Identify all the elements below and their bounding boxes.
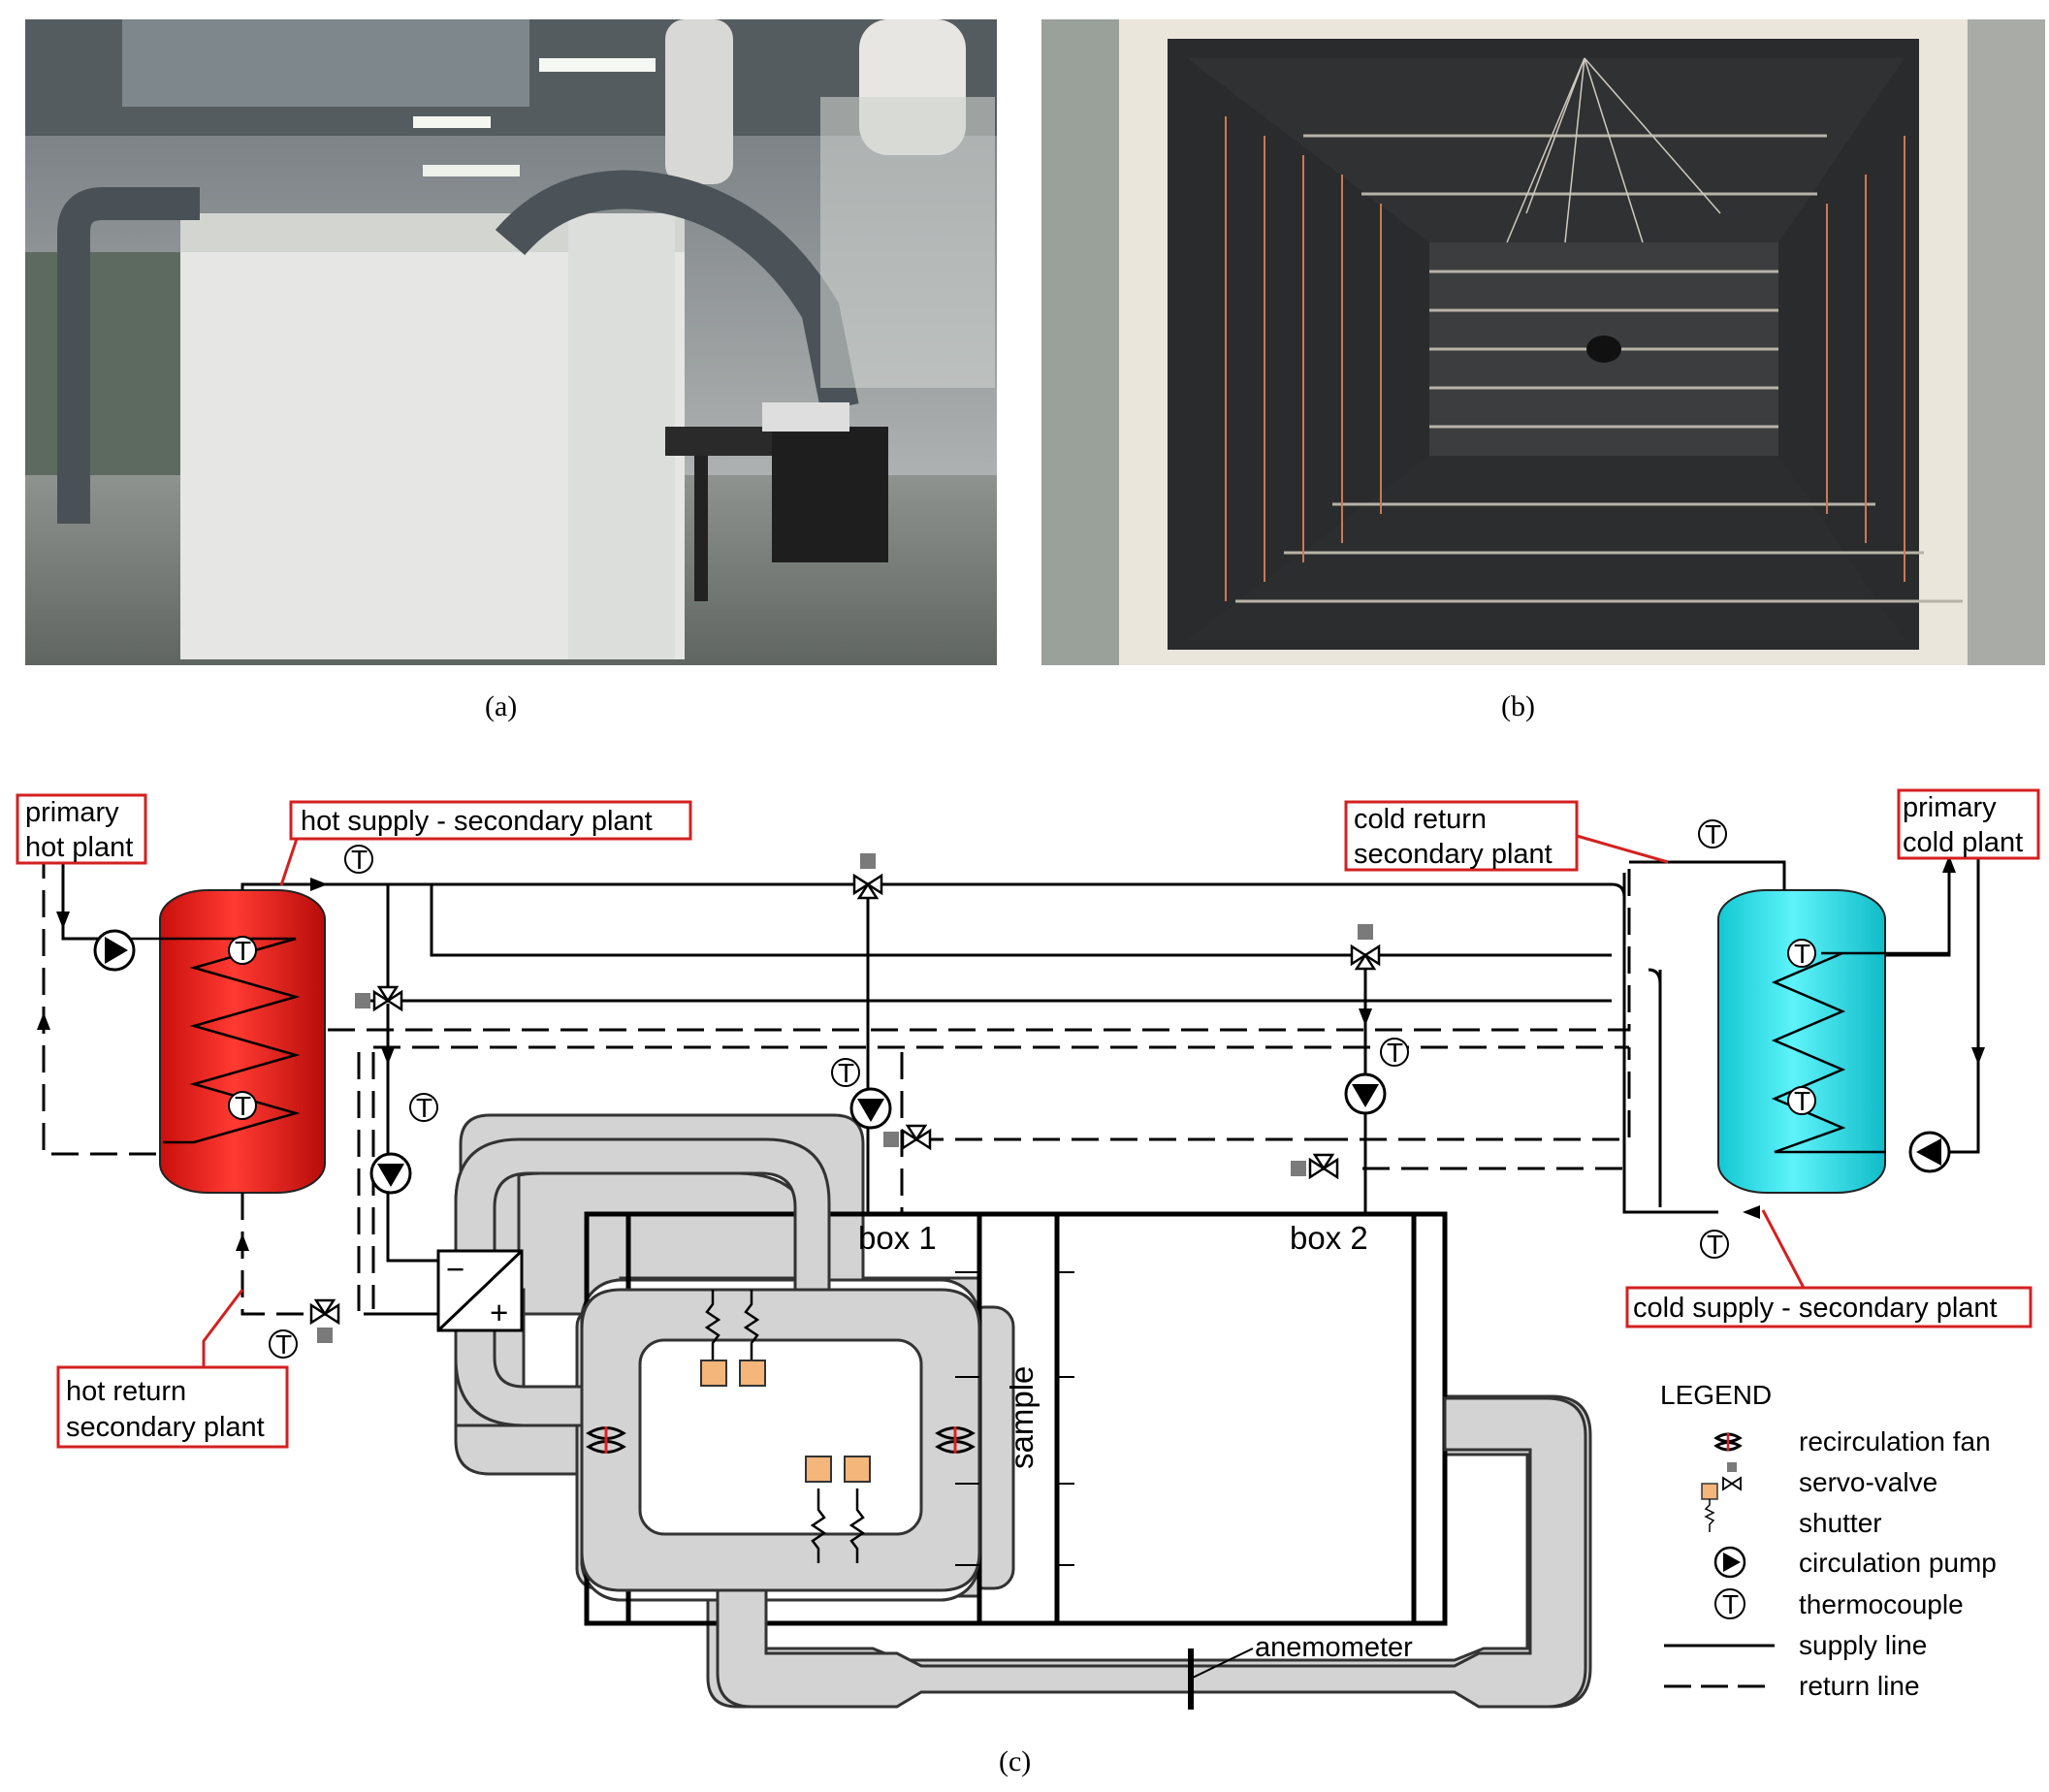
servo-valve-cold-supply [1350,924,1381,971]
primary-cold-plant-line1: primary [1903,792,1997,823]
hx-plus-label: + [490,1295,508,1330]
pump-box1 [849,1087,892,1130]
plant-schematic-diagram: anemometer box 1 box 2 sample − + [16,788,2040,1710]
loop-duct-shell [580,1288,981,1592]
supply-duct-to-exchanger [454,1137,831,1427]
callout-primary-cold-plant: primary cold plant [1897,788,2040,860]
caption-c: (c) [999,1745,1032,1777]
shutter-bottom-left [805,1456,832,1563]
recirculation-fan-left [586,1426,626,1454]
thermocouple-icon: T [1714,1588,1745,1619]
callout-cold-return: cold return secondary plant [1344,800,1669,872]
legend: LEGEND recirculation fan servo-valve shu… [1660,1380,1997,1701]
thermocouple-hot-tank-bottom: T [228,1091,257,1121]
circulation-pump-icon [1713,1546,1746,1579]
flow-arrows [37,855,1985,1251]
thermocouple-glyph: T [1707,1230,1723,1260]
recirculation-fan-icon [1713,1432,1743,1452]
legend-label-return-line: return line [1799,1671,1920,1701]
pump-box2 [1344,1072,1387,1115]
legend-thermocouple-glyph: T [1722,1589,1739,1619]
callout-primary-hot-plant: primary hot plant [16,793,147,865]
cold-supply-label: cold supply - secondary plant [1633,1293,1998,1324]
thermocouple-glyph: T [235,1091,251,1121]
legend-label-thermocouple: thermocouple [1799,1589,1964,1619]
legend-label-pump: circulation pump [1799,1548,1997,1578]
anemometer-label: anemometer [1255,1632,1413,1663]
thermocouple-glyph: T [1387,1038,1403,1068]
callout-hot-supply: hot supply - secondary plant [279,800,692,886]
cold-return-line1: cold return [1354,804,1487,835]
supply-lines [61,834,1980,1316]
servo-valve-box1-return [883,1124,932,1151]
thermocouple-hot-tank-top: T [228,936,257,966]
panel-ticks [955,1271,1074,1566]
hx-minus-label: − [446,1251,464,1287]
thermocouple-hot-supply: T [344,845,373,875]
shutter-top-left [700,1290,727,1387]
legend-label-servo-valve: servo-valve [1799,1467,1937,1497]
thermocouple-glyph: T [1705,819,1721,849]
callout-hot-return: hot return secondary plant [56,1289,289,1449]
thermocouple-glyph: T [1794,1086,1810,1116]
cold-return-line2: secondary plant [1354,839,1553,870]
shutter-bottom-right [844,1456,871,1563]
box1-label: box 1 [858,1220,937,1256]
cold-tank-coil [1771,951,1949,1154]
thermocouple-glyph: T [351,845,368,875]
sample-label: sample [1004,1366,1040,1469]
thermocouple-glyph: T [235,936,251,966]
hot-supply-label: hot supply - secondary plant [301,806,653,837]
thermocouple-glyph: T [1794,939,1810,969]
caption-a: (a) [485,690,518,722]
legend-label-supply-line: supply line [1799,1630,1927,1660]
pump-primary-hot [93,929,136,972]
thermocouple-box2: T [1380,1038,1409,1068]
shutter-top-right [739,1290,766,1387]
recirculation-fan-right [935,1426,976,1454]
legend-label-shutter: shutter [1799,1508,1882,1538]
pump-primary-cold [1908,1131,1951,1173]
thermocouple-box1: T [831,1058,860,1088]
hot-return-line1: hot return [66,1376,186,1407]
cold-storage-tank [1717,889,1886,1194]
thermocouple-cold-return: T [1698,819,1727,849]
hot-return-line2: secondary plant [66,1412,265,1443]
thermocouple-cold-tank-bottom: T [1787,1086,1816,1116]
thermocouple-glyph: T [275,1329,292,1360]
legend-title: LEGEND [1660,1380,1772,1410]
primary-hot-plant-line2: hot plant [25,832,133,863]
servo-valve-box2-return [1291,1153,1339,1180]
thermocouple-cold-tank-top: T [1787,939,1816,969]
thermocouple-glyph: T [838,1058,854,1088]
photo-test-box-interior [1041,19,2045,665]
thermocouple-hx-branch: T [409,1093,438,1123]
anemometer-leader [1190,1648,1254,1680]
primary-cold-plant-line2: cold plant [1903,827,2023,858]
servo-valve-hot-supply [852,853,883,900]
servo-valve-hot-branch [355,985,403,1012]
legend-label-fan: recirculation fan [1799,1426,1991,1456]
shutter-icon [1701,1483,1718,1532]
box2-label: box 2 [1290,1220,1368,1256]
thermocouple-cold-supply: T [1700,1230,1729,1260]
caption-b: (b) [1501,690,1535,722]
thermocouple-hot-return: T [269,1329,298,1360]
photo-chamber-exterior [25,19,997,665]
pump-hot-secondary [369,1152,412,1195]
callout-cold-supply: cold supply - secondary plant [1625,1209,2033,1328]
return-duct-with-anemometer [716,1396,1587,1709]
primary-hot-plant-line1: primary [25,797,119,828]
thermocouple-glyph: T [416,1093,432,1123]
servo-valve-icon [1722,1462,1742,1491]
heat-exchanger: − + [436,1249,524,1332]
servo-valve-hot-return [309,1298,340,1343]
